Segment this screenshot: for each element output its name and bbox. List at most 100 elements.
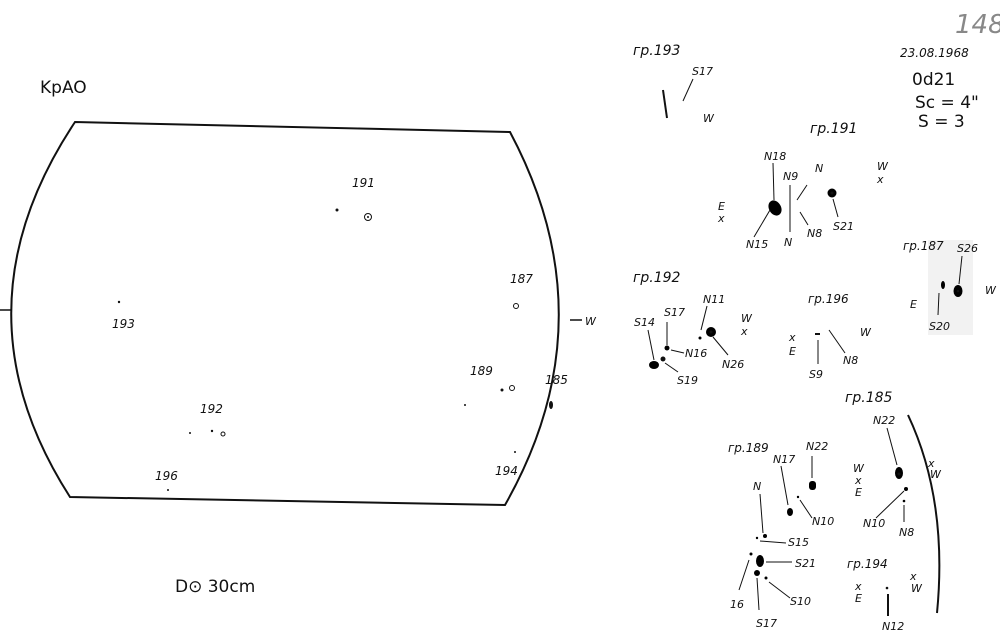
sketch-mark — [549, 401, 553, 409]
sketch-mark — [787, 508, 793, 516]
sketch-mark — [956, 289, 960, 293]
observation-date: 23.08.1968 — [900, 46, 969, 60]
disk-group-196: 196 — [155, 469, 178, 491]
annotation-label: S17 — [692, 65, 713, 78]
annotation-label: S9 — [809, 368, 823, 381]
annotation-label: 16 — [730, 598, 744, 611]
sketch-mark — [809, 481, 816, 490]
annotation-label: гр.192 — [633, 270, 681, 286]
disk-group-193: 193 — [112, 300, 135, 331]
disk-group-189: 189 — [464, 364, 515, 406]
annotation-label: гр.185 — [845, 390, 893, 406]
sketch-mark — [682, 78, 694, 102]
annotation-label: x — [854, 580, 862, 593]
sketch-mark — [832, 198, 839, 218]
sketch-mark — [875, 490, 905, 519]
annotation-label: E — [789, 345, 796, 358]
sketch-mark — [763, 534, 767, 538]
annotation-label: x — [788, 331, 796, 344]
annotation-label: E — [718, 200, 725, 213]
sketch-mark — [799, 499, 813, 519]
annotation-label: N8 — [843, 354, 858, 367]
sketch-mark — [756, 555, 764, 567]
sketch-mark — [941, 281, 945, 289]
annotation-label: S10 — [790, 595, 811, 608]
group-label: 196 — [155, 469, 178, 483]
annotation-label: W — [703, 112, 715, 125]
detail-group-191: гр.191 N18 N9 N N15 N N8 S21 Ex Wx — [717, 121, 889, 251]
annotation-label: E — [855, 486, 862, 499]
group-label: 189 — [470, 364, 493, 378]
annotation-label: N17 — [773, 453, 795, 466]
sketch-mark — [664, 345, 670, 351]
annotation-label: S19 — [677, 374, 698, 387]
annotation-label: N18 — [764, 150, 786, 163]
annotation-label: S20 — [929, 320, 950, 333]
sketch-mark — [464, 404, 466, 406]
sketch-mark — [220, 431, 226, 437]
annotation-label: W — [930, 468, 942, 481]
sketch-mark — [509, 385, 515, 391]
annotation-label: N16 — [685, 347, 707, 360]
group-label: 185 — [545, 373, 568, 387]
sketch-mark — [500, 388, 504, 392]
sketch-mark — [754, 570, 760, 576]
sketch-mark — [902, 499, 906, 503]
annotation-label: N — [784, 236, 792, 249]
annotation-label: N8 — [807, 227, 822, 240]
sketch-mark — [700, 305, 708, 331]
sketch-mark — [756, 577, 760, 611]
group-label: 191 — [352, 176, 375, 190]
sketch-mark — [772, 162, 775, 201]
annotation-label: гр.189 — [728, 441, 769, 455]
annotation-label: N11 — [703, 293, 725, 306]
sketch-mark — [738, 559, 750, 591]
annotation-label: N15 — [746, 238, 768, 251]
annotation-label: S17 — [756, 617, 777, 630]
sketch-mark — [799, 211, 809, 226]
annotation-label: W — [741, 312, 753, 325]
annotation-label: x — [927, 457, 935, 470]
sketch-mark — [167, 489, 169, 491]
annotation-label: гр.187 — [903, 239, 944, 253]
annotation-label: x — [854, 474, 862, 487]
annotation-label: W — [860, 326, 872, 339]
annotation-label: N — [753, 480, 761, 493]
detail-group-189: гр.189 N17 N22 N N10 S15 S21 16 S10 S17 — [728, 440, 834, 630]
annotation-label: N22 — [806, 440, 828, 453]
seeing-sc: Sc = 4" — [915, 93, 979, 113]
sketch-mark — [709, 330, 713, 334]
disk-group-194: 194 — [495, 451, 518, 478]
sketch-mark — [335, 208, 339, 212]
sketch-mark — [796, 184, 808, 201]
annotation-label: S17 — [664, 306, 685, 319]
observation-time: 0d21 — [912, 70, 955, 90]
sketch-mark — [759, 540, 787, 544]
sketch-mark — [815, 333, 820, 335]
annotation-label: W — [853, 462, 865, 475]
disk-group-192: 192 — [189, 402, 226, 437]
sketch-mark — [755, 536, 759, 540]
sketch-mark — [759, 493, 764, 534]
annotation-label: x — [876, 173, 884, 186]
annotation-label: гр.193 — [633, 43, 680, 59]
sketch-mark — [904, 487, 908, 491]
sketch-mark — [660, 356, 666, 362]
annotation-label: x — [740, 325, 748, 338]
sketch-mark — [780, 465, 789, 506]
sketch-mark — [830, 191, 834, 195]
annotation-label: S14 — [634, 316, 655, 329]
sketch-mark — [649, 361, 659, 369]
annotation-label: W — [877, 160, 889, 173]
west-label: W — [585, 315, 597, 328]
sketch-mark — [210, 429, 214, 433]
sketch-mark — [367, 216, 369, 218]
detail-group-194: гр.194 N12 xE xW — [847, 557, 923, 633]
sketch-mark — [117, 300, 121, 304]
annotation-label: гр.196 — [808, 292, 849, 306]
annotation-label: W — [985, 284, 997, 297]
annotation-label: E — [855, 592, 862, 605]
annotation-label: E — [910, 298, 917, 311]
sketch-mark — [698, 336, 702, 340]
